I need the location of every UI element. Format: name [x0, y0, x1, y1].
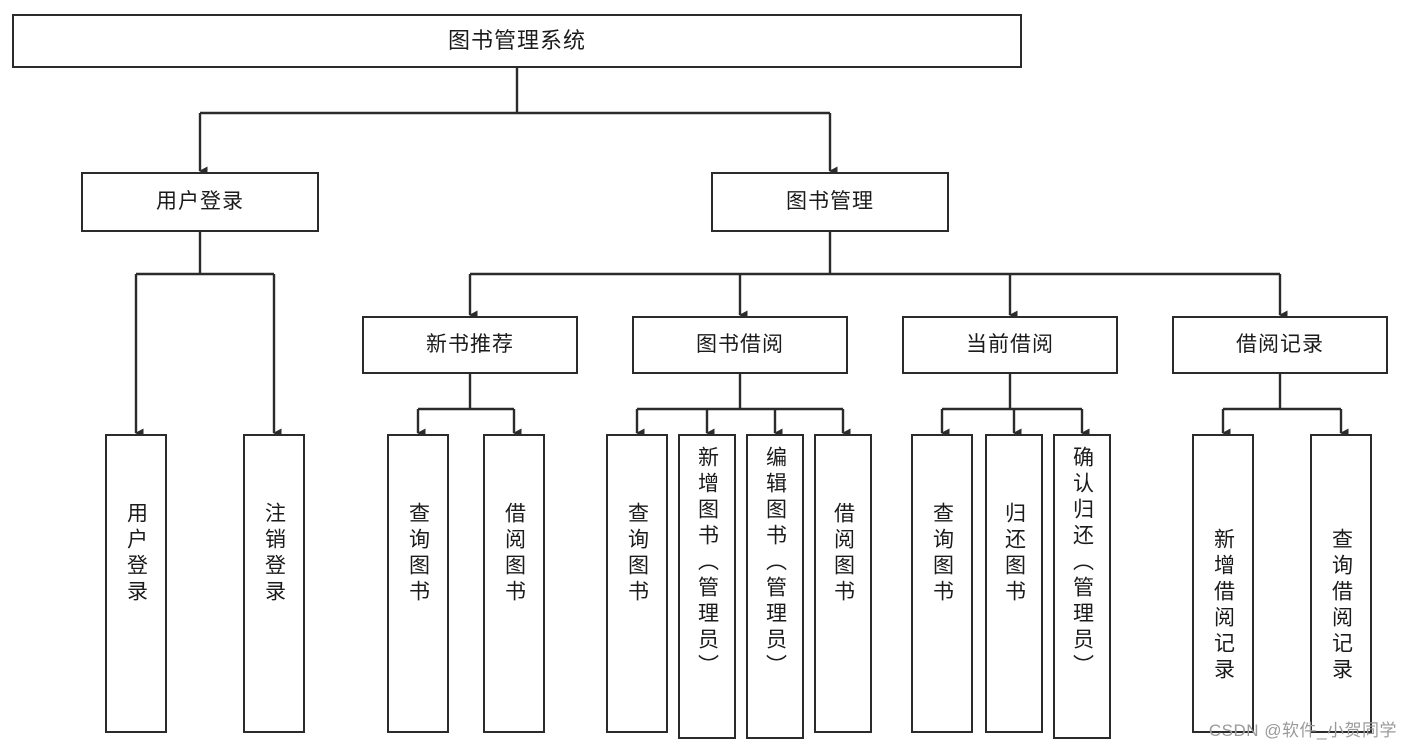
- node-label: 借阅图书: [502, 502, 526, 606]
- node-leaf-query-record[interactable]: 查询借阅记录: [1310, 434, 1372, 733]
- node-label: 借阅图书: [831, 502, 855, 606]
- node-label: 用户登录: [156, 189, 244, 213]
- node-leaf-query-book-current[interactable]: 查询图书: [911, 434, 973, 733]
- node-label: 查询图书: [930, 502, 954, 606]
- node-label: 新增借阅记录: [1211, 528, 1235, 684]
- node-current-borrow[interactable]: 当前借阅: [902, 316, 1118, 374]
- node-label: 编辑图书（管理员）: [763, 446, 787, 680]
- node-label: 借阅记录: [1236, 332, 1324, 356]
- csdn-watermark: CSDN @软件_小贺同学: [1208, 721, 1397, 740]
- node-leaf-borrow-book[interactable]: 借阅图书: [814, 434, 872, 733]
- node-label: 当前借阅: [966, 332, 1054, 356]
- node-book-borrow[interactable]: 图书借阅: [632, 316, 848, 374]
- node-label: 图书管理系统: [447, 28, 586, 54]
- node-leaf-confirm-return[interactable]: 确认归还（管理员）: [1053, 434, 1111, 739]
- node-label: 图书借阅: [696, 332, 784, 356]
- node-leaf-edit-book[interactable]: 编辑图书（管理员）: [746, 434, 804, 739]
- node-label: 用户登录: [124, 502, 148, 606]
- node-label: 查询图书: [625, 502, 649, 606]
- node-new-book-recommend[interactable]: 新书推荐: [362, 316, 578, 374]
- node-leaf-user-login[interactable]: 用户登录: [105, 434, 167, 733]
- node-label: 查询图书: [406, 502, 430, 606]
- node-leaf-query-book-rec[interactable]: 查询图书: [387, 434, 449, 733]
- node-label: 查询借阅记录: [1329, 528, 1353, 684]
- node-label: 新书推荐: [426, 332, 514, 356]
- node-label: 新增图书（管理员）: [695, 446, 719, 680]
- node-borrow-record[interactable]: 借阅记录: [1172, 316, 1388, 374]
- node-book-manage[interactable]: 图书管理: [711, 172, 949, 232]
- node-leaf-add-book[interactable]: 新增图书（管理员）: [678, 434, 736, 739]
- node-label: 图书管理: [786, 189, 874, 213]
- node-leaf-logout[interactable]: 注销登录: [243, 434, 305, 733]
- node-user-login[interactable]: 用户登录: [81, 172, 319, 232]
- node-label: 确认归还（管理员）: [1070, 446, 1094, 680]
- node-leaf-return-book[interactable]: 归还图书: [985, 434, 1043, 733]
- node-leaf-query-book-borrow[interactable]: 查询图书: [606, 434, 668, 733]
- node-leaf-add-record[interactable]: 新增借阅记录: [1192, 434, 1254, 733]
- node-leaf-borrow-book-rec[interactable]: 借阅图书: [483, 434, 545, 733]
- node-label: 归还图书: [1002, 502, 1026, 606]
- node-label: 注销登录: [262, 502, 286, 606]
- node-root[interactable]: 图书管理系统: [12, 14, 1022, 68]
